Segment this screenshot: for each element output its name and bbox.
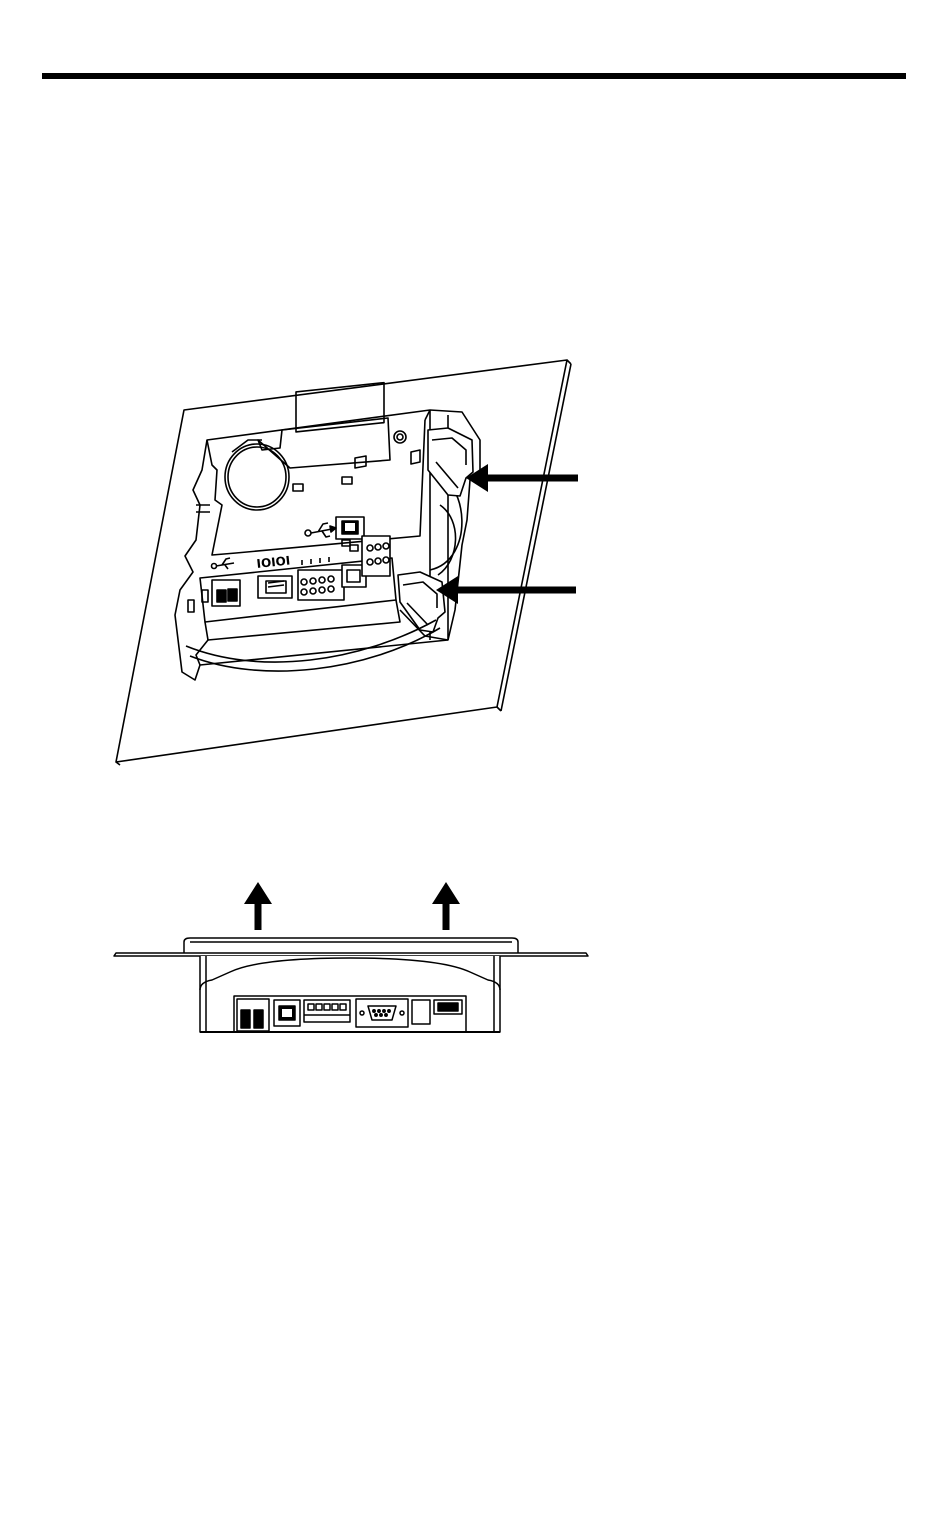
mounting-panel-edge	[114, 953, 588, 956]
ethernet-port	[258, 576, 292, 598]
header-rule	[42, 73, 906, 79]
panel-mount-bottom-view	[0, 870, 950, 1050]
arrow-up-icon-right	[432, 882, 460, 930]
arrow-up-icon-left	[244, 882, 272, 930]
front-bezel	[184, 938, 518, 953]
panel-mount-rear-view: IOIOI	[0, 340, 950, 780]
